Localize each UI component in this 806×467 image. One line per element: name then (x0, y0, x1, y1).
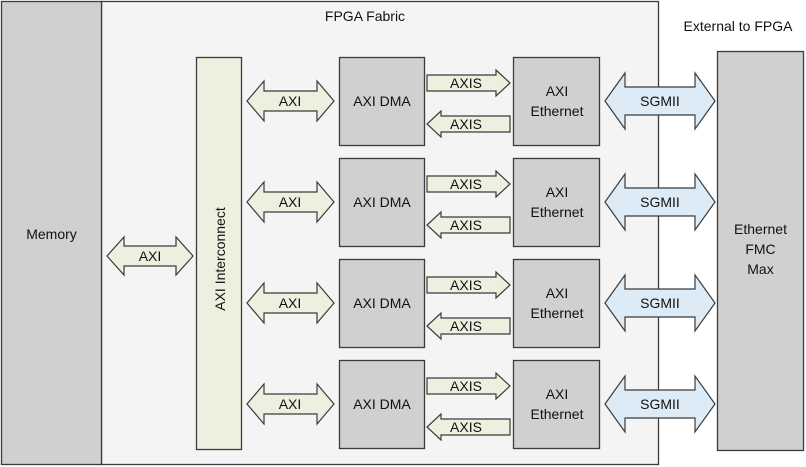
axi-ethernet-label-line1: AXI (546, 184, 569, 200)
axis-rx-arrow (426, 109, 511, 139)
axis-tx-label: AXIS (450, 75, 482, 91)
axi-dma-label: AXI DMA (353, 295, 411, 311)
axis-rx-label: AXIS (450, 318, 482, 334)
axi-arrow-label: AXI (279, 295, 302, 311)
axi-ethernet-block (512, 359, 601, 450)
axi-arrow-label: AXI (279, 194, 302, 210)
axi-ethernet-block (512, 157, 601, 248)
axi-dma-block (338, 258, 426, 349)
axi-arrow (246, 281, 335, 325)
axis-rx-label: AXIS (450, 419, 482, 435)
axis-tx-arrow (426, 68, 511, 98)
axi-ethernet-label-line2: Ethernet (531, 204, 584, 220)
axis-tx-label: AXIS (450, 277, 482, 293)
axi-ethernet-label-line1: AXI (546, 285, 569, 301)
external-label: External to FPGA (684, 18, 794, 34)
ethernet-fmc-label-line1: Ethernet (734, 221, 787, 237)
axis-tx-label: AXIS (450, 378, 482, 394)
sgmii-arrow (604, 374, 716, 434)
axi-ethernet-label-line1: AXI (546, 386, 569, 402)
axi-ethernet-label-line2: Ethernet (531, 103, 584, 119)
axis-rx-arrow (426, 210, 511, 240)
sgmii-label: SGMII (640, 295, 680, 311)
axi-dma-block (338, 56, 426, 147)
axi-arrow-label: AXI (279, 396, 302, 412)
axis-tx-arrow (426, 371, 511, 401)
axis-tx-label: AXIS (450, 176, 482, 192)
ethernet-fmc-block (716, 50, 805, 452)
axi-dma-label: AXI DMA (353, 194, 411, 210)
sgmii-arrow (604, 71, 716, 131)
axi-dma-label: AXI DMA (353, 93, 411, 109)
axi-interconnect-label: AXI Interconnect (212, 207, 228, 311)
fpga-fabric-label: FPGA Fabric (325, 8, 405, 24)
axi-arrow (246, 180, 335, 224)
ethernet-fmc-label-line2: FMC (745, 241, 775, 257)
memory-axi-label: AXI (139, 248, 162, 264)
axi-arrow (246, 79, 335, 123)
memory-block (0, 0, 103, 466)
axi-interconnect-block (195, 56, 243, 451)
ethernet-fmc-label-line3: Max (747, 261, 773, 277)
axi-dma-block (338, 359, 426, 450)
memory-axi-arrow (106, 235, 194, 277)
axi-ethernet-block (512, 258, 601, 349)
axis-rx-arrow (426, 412, 511, 442)
axis-rx-label: AXIS (450, 217, 482, 233)
sgmii-label: SGMII (640, 396, 680, 412)
sgmii-arrow (604, 273, 716, 333)
axis-tx-arrow (426, 270, 511, 300)
axis-rx-arrow (426, 311, 511, 341)
sgmii-label: SGMII (640, 93, 680, 109)
memory-label: Memory (26, 226, 77, 242)
axi-ethernet-label-line2: Ethernet (531, 305, 584, 321)
axi-ethernet-label-line1: AXI (546, 83, 569, 99)
axis-tx-arrow (426, 169, 511, 199)
axi-dma-block (338, 157, 426, 248)
sgmii-label: SGMII (640, 194, 680, 210)
axi-ethernet-block (512, 56, 601, 147)
axi-arrow (246, 382, 335, 426)
axis-rx-label: AXIS (450, 116, 482, 132)
axi-dma-label: AXI DMA (353, 396, 411, 412)
axi-ethernet-label-line2: Ethernet (531, 406, 584, 422)
sgmii-arrow (604, 172, 716, 232)
axi-arrow-label: AXI (279, 93, 302, 109)
